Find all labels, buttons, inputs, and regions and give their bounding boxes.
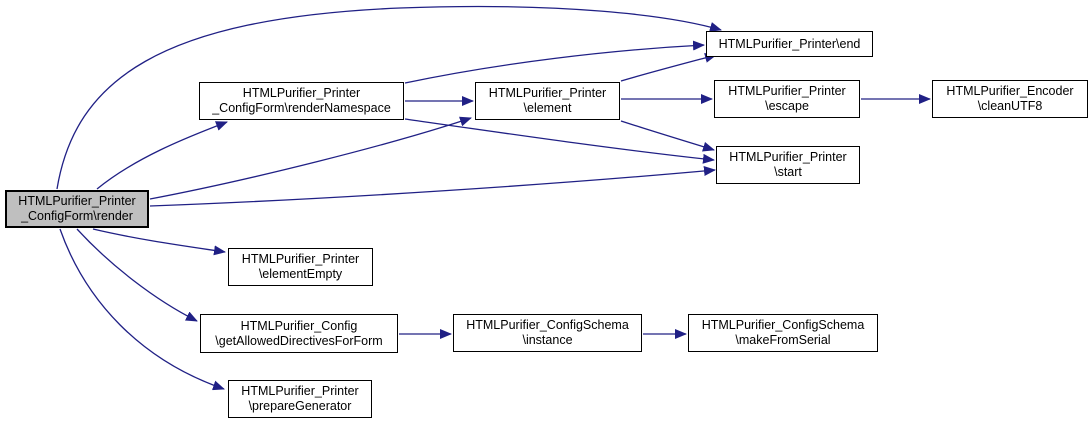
node-printer-start[interactable]: HTMLPurifier_Printer \start (716, 146, 860, 184)
node-label-line1: HTMLPurifier_Printer\end (718, 36, 861, 51)
node-configform-render: HTMLPurifier_Printer _ConfigForm\render (5, 190, 149, 228)
node-configschema-instance[interactable]: HTMLPurifier_ConfigSchema \instance (453, 314, 642, 352)
node-printer-escape[interactable]: HTMLPurifier_Printer \escape (714, 80, 860, 118)
node-label-line2: \cleanUTF8 (977, 99, 1043, 113)
edge-rendernamespace-to-start (404, 118, 715, 164)
node-label-line1: HTMLPurifier_Printer (18, 194, 136, 208)
node-config-getalloweddirectivesforform[interactable]: HTMLPurifier_Config \getAllowedDirective… (200, 314, 398, 353)
node-label-line1: HTMLPurifier_Printer (729, 150, 847, 164)
node-label-line1: HTMLPurifier_Printer (241, 384, 359, 398)
edge-render-to-preparegenerator (59, 228, 225, 391)
node-printer-preparegenerator[interactable]: HTMLPurifier_Printer \prepareGenerator (228, 380, 372, 418)
edge-render-to-elementempty (92, 228, 226, 256)
edge-render-to-getalloweddirectivesforform (76, 228, 198, 322)
node-printer-end[interactable]: HTMLPurifier_Printer\end (706, 31, 873, 57)
node-configform-rendernamespace[interactable]: HTMLPurifier_Printer _ConfigForm\renderN… (199, 82, 404, 120)
node-label-line1: HTMLPurifier_Printer (241, 252, 360, 266)
edge-element-to-start (620, 120, 715, 152)
node-label-line2: _ConfigForm\renderNamespace (212, 101, 391, 115)
node-configschema-makefromserial[interactable]: HTMLPurifier_ConfigSchema \makeFromSeria… (688, 314, 878, 352)
node-label-line2: \makeFromSerial (735, 333, 831, 347)
node-label-line1: HTMLPurifier_ConfigSchema (701, 318, 865, 332)
node-encoder-cleanutf8[interactable]: HTMLPurifier_Encoder \cleanUTF8 (932, 80, 1088, 118)
node-label-line2: _ConfigForm\render (21, 209, 133, 223)
edge-rendernamespace-to-end (404, 40, 705, 84)
node-label-line2: \start (774, 165, 802, 179)
edge-element-to-end (620, 53, 717, 82)
node-label-line1: HTMLPurifier_Encoder (946, 84, 1074, 98)
edge-render-to-end (56, 5, 722, 190)
node-label-line1: HTMLPurifier_Printer (242, 86, 361, 100)
edge-render-to-rendernamespace (96, 121, 228, 190)
node-label-line1: HTMLPurifier_Config (240, 318, 358, 333)
node-label-line1: HTMLPurifier_Printer (488, 86, 607, 100)
node-printer-element[interactable]: HTMLPurifier_Printer \element (475, 82, 620, 120)
edge-render-to-element (149, 116, 472, 200)
node-label-line2: \prepareGenerator (248, 399, 352, 413)
node-printer-elementempty[interactable]: HTMLPurifier_Printer \elementEmpty (228, 248, 373, 286)
node-label-line2: \escape (765, 99, 809, 113)
edge-render-to-start (149, 166, 716, 207)
node-label-line2: \instance (522, 333, 573, 347)
node-label-line1: HTMLPurifier_Printer (728, 84, 846, 98)
node-label-line2: \elementEmpty (258, 267, 343, 281)
node-label-line2: \element (523, 101, 572, 115)
node-label-line1: HTMLPurifier_ConfigSchema (466, 318, 629, 332)
node-label-line2: \getAllowedDirectivesForForm (215, 333, 383, 348)
